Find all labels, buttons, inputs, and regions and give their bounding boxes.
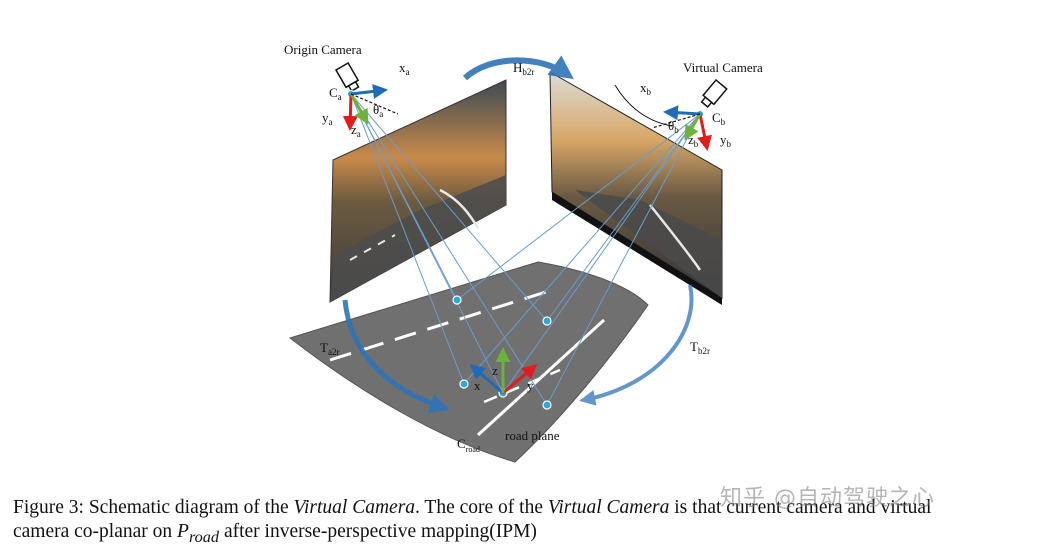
theta-a-label: θa — [373, 102, 383, 119]
road-lane-right-dashed — [483, 368, 561, 404]
road-z-label: z — [492, 363, 498, 378]
taar-arrow — [342, 299, 450, 414]
yb-label: yb — [720, 132, 732, 149]
za-label: za — [351, 122, 361, 139]
xb-label: xb — [640, 80, 652, 97]
za-axis-arrow — [349, 93, 369, 125]
xa-label: xa — [399, 60, 410, 77]
xb-axis-arrow — [663, 105, 701, 121]
ca-label: Ca — [329, 85, 342, 102]
road-y-label: y — [527, 378, 534, 393]
road-plane — [288, 261, 649, 463]
road-y-axis-arrow — [502, 364, 538, 395]
taar-label: Ta2r — [320, 340, 339, 357]
origin-camera-rays — [350, 93, 548, 406]
schematic-figure: Origin Camera Virtual Camera xa xb Ca Cb… — [284, 42, 763, 463]
origin-camera-icon — [334, 61, 360, 93]
yb-axis-arrow — [697, 113, 712, 151]
hb2r-label: Hb2r — [513, 60, 534, 77]
xb-arc — [614, 84, 673, 127]
zb-label: zb — [688, 132, 699, 149]
zhihu-watermark: 知乎 @自动驾驶之心 — [720, 486, 935, 511]
virtual-camera-label: Virtual Camera — [683, 60, 763, 75]
ya-label: ya — [322, 110, 333, 127]
road-lane-solid — [476, 318, 606, 437]
road-x-label: x — [474, 378, 481, 393]
cb-label: Cb — [712, 110, 726, 127]
xa-axis-arrow — [350, 83, 388, 99]
tb2r-arrow — [579, 284, 694, 406]
virtual-camera-rays — [456, 113, 701, 406]
tb2r-label: Tb2r — [690, 339, 710, 356]
road-x-axis-arrow — [469, 364, 504, 395]
origin-camera-label: Origin Camera — [284, 42, 362, 57]
theta-b-line — [651, 113, 701, 129]
hb2r-arrow — [462, 55, 574, 81]
croad-label: Croad — [457, 436, 480, 454]
virtual-camera-icon — [700, 78, 728, 109]
theta-b-label: θb — [668, 118, 679, 135]
caption-line-2: camera co-planar on Proad after inverse-… — [13, 521, 537, 546]
virtual-camera-image — [549, 71, 723, 305]
origin-camera-image — [329, 79, 507, 303]
caption-line-1: Figure 3: Schematic diagram of the Virtu… — [13, 497, 932, 518]
ya-axis-arrow — [342, 93, 358, 131]
road-points — [452, 295, 552, 410]
figure-caption: Figure 3: Schematic diagram of the Virtu… — [13, 496, 1053, 549]
theta-a-line — [350, 93, 399, 115]
road-plane-label: road plane — [505, 428, 560, 443]
zb-axis-arrow — [684, 113, 702, 141]
